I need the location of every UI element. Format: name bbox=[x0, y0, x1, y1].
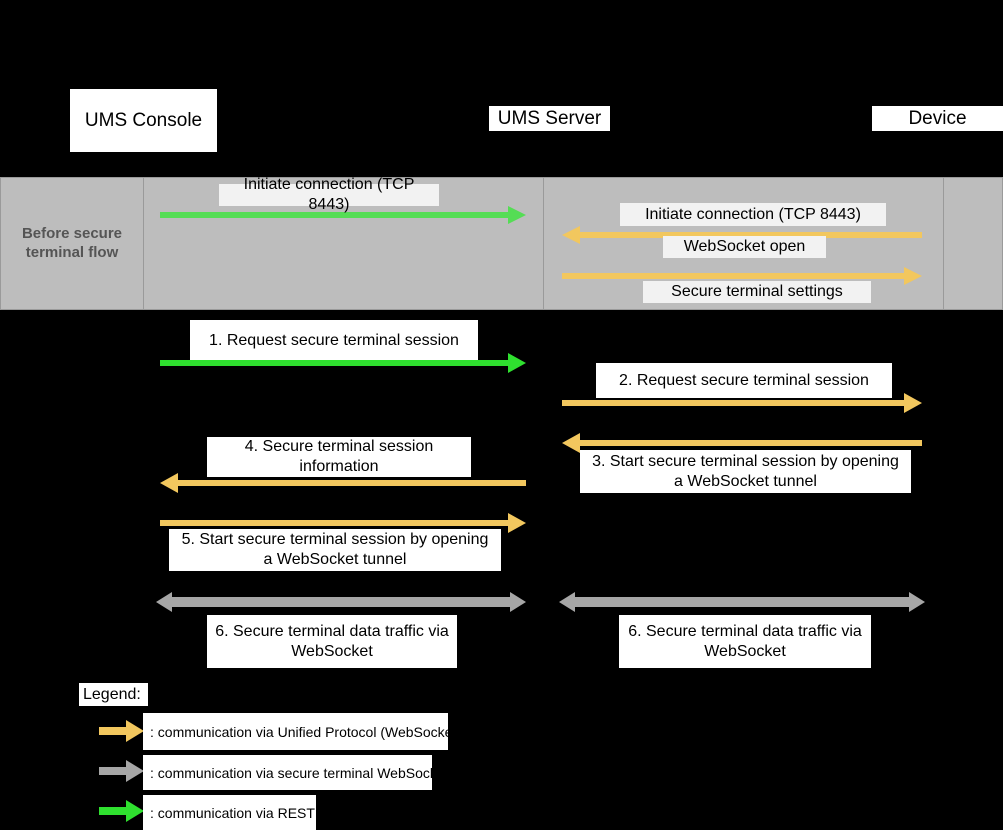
message-text: 2. Request secure terminal session bbox=[619, 371, 869, 389]
arrow-step-5-start-secure-terminal-session bbox=[160, 512, 526, 534]
legend-title: Legend: bbox=[79, 683, 148, 706]
message-text-line1: 6. Secure terminal data traffic via bbox=[628, 622, 862, 640]
message-text: Initiate connection (TCP 8443) bbox=[645, 205, 861, 223]
legend-arrow-secure-terminal-websocket-icon bbox=[99, 760, 144, 782]
arrow-band-initiate-connection-unified bbox=[562, 224, 922, 246]
message-label-band-initiate-connection-console: Initiate connection (TCP 8443) bbox=[219, 176, 439, 213]
message-text-line1: 3. Start secure terminal session by open… bbox=[592, 452, 899, 470]
legend-entry-rest: : communication via REST bbox=[143, 795, 316, 830]
message-text-line2: WebSocket bbox=[704, 642, 786, 660]
arrow-step-1-request-secure-terminal-session bbox=[160, 352, 526, 374]
message-label-step-4: 4. Secure terminal session information bbox=[207, 437, 471, 477]
legend-entry-label: : communication via REST bbox=[150, 804, 315, 821]
message-label-step-3: 3. Start secure terminal session by open… bbox=[580, 450, 911, 493]
arrow-step-2-request-secure-terminal-session bbox=[562, 392, 922, 414]
arrow-step-6-secure-terminal-data-traffic-device bbox=[559, 591, 925, 613]
message-text: Secure terminal settings bbox=[671, 283, 843, 300]
message-text: WebSocket open bbox=[683, 238, 806, 255]
message-label-band-initiate-connection-device: Initiate connection (TCP 8443) bbox=[620, 203, 886, 226]
message-label-step-6-device: 6. Secure terminal data traffic via WebS… bbox=[619, 615, 871, 668]
message-label-band-websocket-open: WebSocket open bbox=[663, 236, 826, 258]
arrow-step-6-secure-terminal-data-traffic-console bbox=[156, 591, 526, 613]
legend-entry-secure-terminal-websocket: : communication via secure terminal WebS… bbox=[143, 755, 449, 790]
legend-arrow-unified-protocol-icon bbox=[99, 720, 144, 742]
lane-header-label: Device bbox=[908, 108, 967, 129]
lane-header-ums-server: UMS Server bbox=[489, 106, 610, 131]
message-label-step-2: 2. Request secure terminal session bbox=[596, 363, 892, 398]
message-text-line2: a WebSocket tunnel bbox=[674, 472, 817, 490]
message-text-line2: information bbox=[299, 458, 379, 475]
message-text-line1: 4. Secure terminal session bbox=[244, 438, 434, 455]
legend-arrow-rest-icon bbox=[99, 800, 144, 822]
arrow-band-initiate-connection-rest bbox=[160, 204, 526, 226]
legend-entry-label: : communication via secure terminal WebS… bbox=[150, 764, 449, 781]
message-label-step-6-console: 6. Secure terminal data traffic via WebS… bbox=[207, 615, 457, 668]
message-text: Initiate connection (TCP 8443) bbox=[243, 176, 415, 213]
message-label-step-1: 1. Request secure terminal session bbox=[190, 320, 478, 361]
legend-entry-label: : communication via Unified Protocol (We… bbox=[150, 723, 461, 740]
lane-header-label: UMS Console bbox=[84, 110, 203, 131]
message-text-line2: WebSocket bbox=[291, 642, 373, 660]
lane-header-device: Device bbox=[872, 106, 1003, 131]
phase-band-label: Before secure terminal flow bbox=[21, 224, 123, 261]
message-text-line2: a WebSocket tunnel bbox=[263, 551, 407, 568]
phase-band-device-edge bbox=[943, 177, 1003, 310]
message-text-line1: 5. Start secure terminal session by open… bbox=[181, 531, 489, 548]
lane-header-ums-console: UMS Console bbox=[70, 89, 217, 152]
message-text-line1: 6. Secure terminal data traffic via bbox=[215, 622, 449, 640]
message-text: 1. Request secure terminal session bbox=[209, 331, 459, 349]
arrow-step-4-secure-terminal-session-information bbox=[160, 472, 526, 494]
legend-title-label: Legend: bbox=[83, 685, 141, 703]
arrow-step-3-start-secure-terminal-session bbox=[562, 432, 922, 454]
arrow-band-secure-terminal-settings bbox=[562, 265, 922, 287]
phase-band-label-cell: Before secure terminal flow bbox=[0, 177, 144, 310]
legend-entry-unified-protocol: : communication via Unified Protocol (We… bbox=[143, 713, 461, 750]
message-label-step-5: 5. Start secure terminal session by open… bbox=[169, 529, 501, 571]
message-label-band-secure-terminal-settings: Secure terminal settings bbox=[643, 281, 871, 303]
lane-header-label: UMS Server bbox=[497, 108, 602, 129]
